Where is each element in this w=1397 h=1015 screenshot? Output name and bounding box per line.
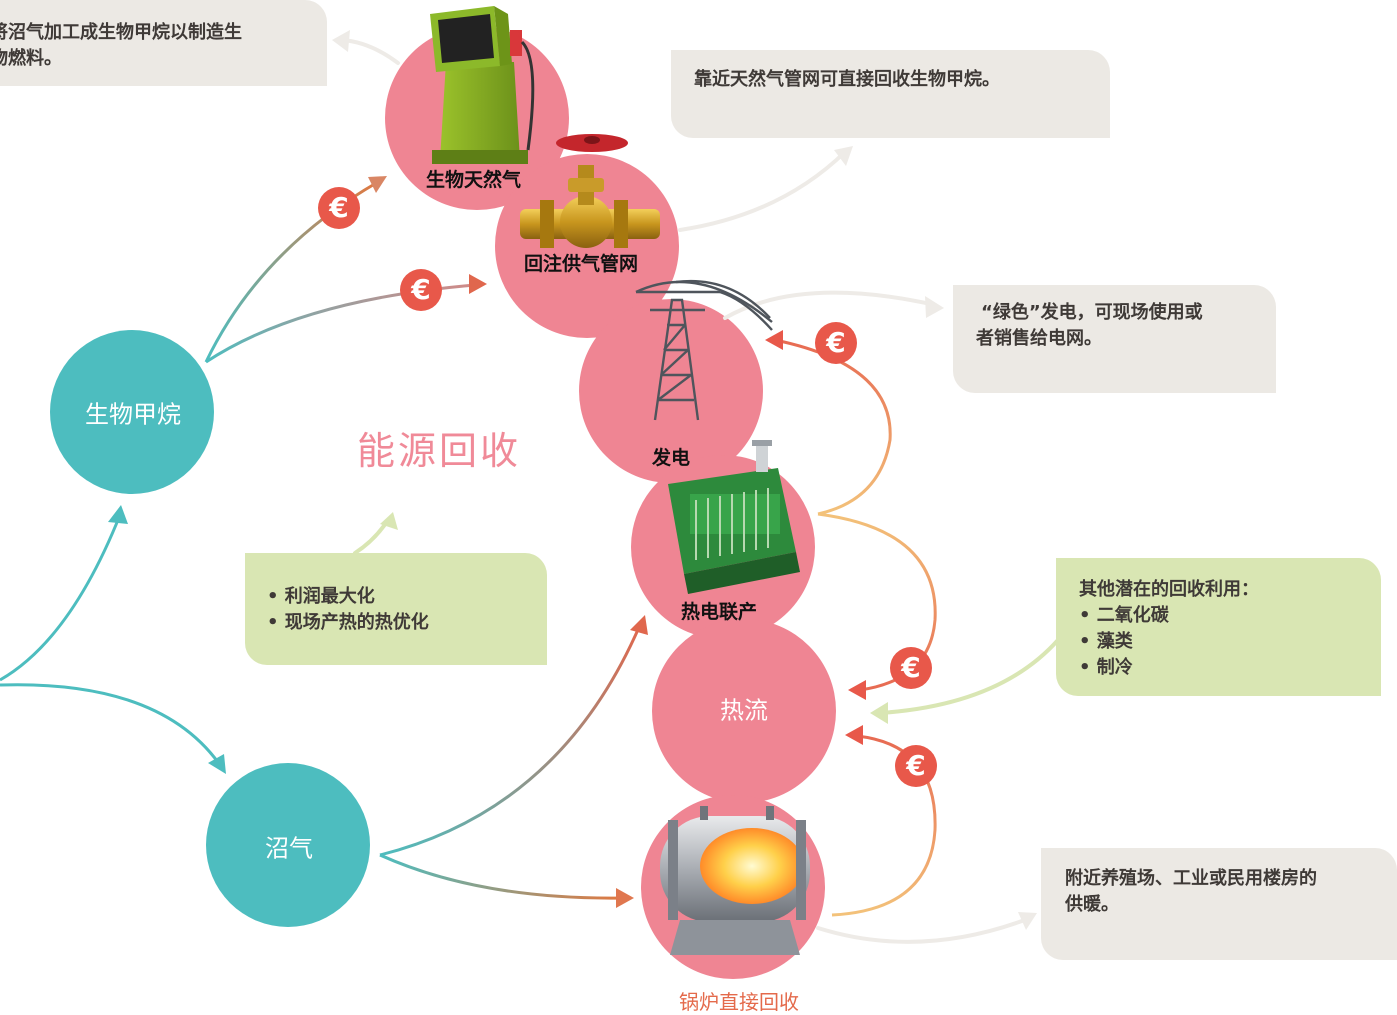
center-title: 能源回收	[357, 429, 522, 473]
label-grid-injection: 回注供气管网	[524, 253, 639, 275]
note-green-power-line-1: “绿色”发电，可现场使用或	[981, 302, 1203, 323]
euro-symbol: €	[411, 273, 431, 306]
node-biogas	[206, 763, 370, 927]
euro-badge-chp-heat: €	[890, 647, 932, 689]
euro-badge-biomethane-to-gas: €	[318, 187, 360, 229]
node-biomethane	[50, 330, 214, 494]
euro-symbol: €	[826, 326, 846, 359]
boiler-icon	[660, 806, 810, 955]
note-heating-line-1: 附近养殖场、工业或民用楼房的	[1065, 868, 1317, 889]
node-heat	[652, 619, 836, 803]
fuel-pump-icon	[430, 6, 535, 164]
label-boiler: 锅炉直接回收	[679, 990, 799, 1014]
label-power: 发电	[652, 447, 691, 469]
label-biogas: 沼气	[265, 834, 313, 863]
label-biomethane: 生物甲烷	[85, 400, 181, 429]
euro-symbol: €	[901, 651, 921, 684]
note-green-power-line-2: 者销售给电网。	[976, 328, 1102, 349]
label-bio-natural-gas: 生物天然气	[426, 169, 522, 191]
euro-badge-boiler-heat: €	[895, 745, 937, 787]
note-other-uses-line-1: 其他潜在的回收利用：	[1079, 579, 1259, 600]
euro-symbol: €	[906, 749, 926, 782]
label-heat: 热流	[720, 696, 768, 725]
note-biofuel-line-1: 将沼气加工成生物甲烷以制造生	[0, 22, 242, 43]
note-gas-grid-line-1: 靠近天然气管网可直接回收生物甲烷。	[694, 69, 1000, 90]
note-other-uses: 其他潜在的回收利用： • 二氧化碳 • 藻类 • 制冷	[1056, 558, 1381, 696]
cogeneration-engine-icon	[668, 440, 800, 594]
euro-badge-power: €	[815, 322, 857, 364]
note-heating: 附近养殖场、工业或民用楼房的 供暖。	[1041, 848, 1397, 960]
note-center-goals-line-1: • 利润最大化	[267, 586, 375, 607]
note-other-uses-line-4: • 制冷	[1079, 657, 1133, 678]
note-gas-grid: 靠近天然气管网可直接回收生物甲烷。	[671, 50, 1110, 138]
power-pylon-icon	[635, 279, 773, 421]
note-other-uses-line-3: • 藻类	[1079, 631, 1133, 652]
note-green-power: “绿色”发电，可现场使用或 者销售给电网。	[953, 285, 1276, 393]
label-chp: 热电联产	[681, 601, 758, 623]
note-biofuel: 将沼气加工成生物甲烷以制造生 物燃料。	[0, 0, 327, 86]
note-heating-line-2: 供暖。	[1065, 894, 1119, 915]
note-center-goals-line-2: • 现场产热的热优化	[267, 612, 429, 633]
euro-badge-biomethane-to-grid: €	[400, 269, 442, 311]
note-center-goals: • 利润最大化 • 现场产热的热优化	[245, 553, 547, 665]
pipe-valve-icon	[520, 134, 660, 248]
euro-symbol: €	[329, 191, 349, 224]
note-other-uses-line-2: • 二氧化碳	[1079, 605, 1169, 626]
note-biofuel-line-2: 物燃料。	[0, 48, 62, 69]
